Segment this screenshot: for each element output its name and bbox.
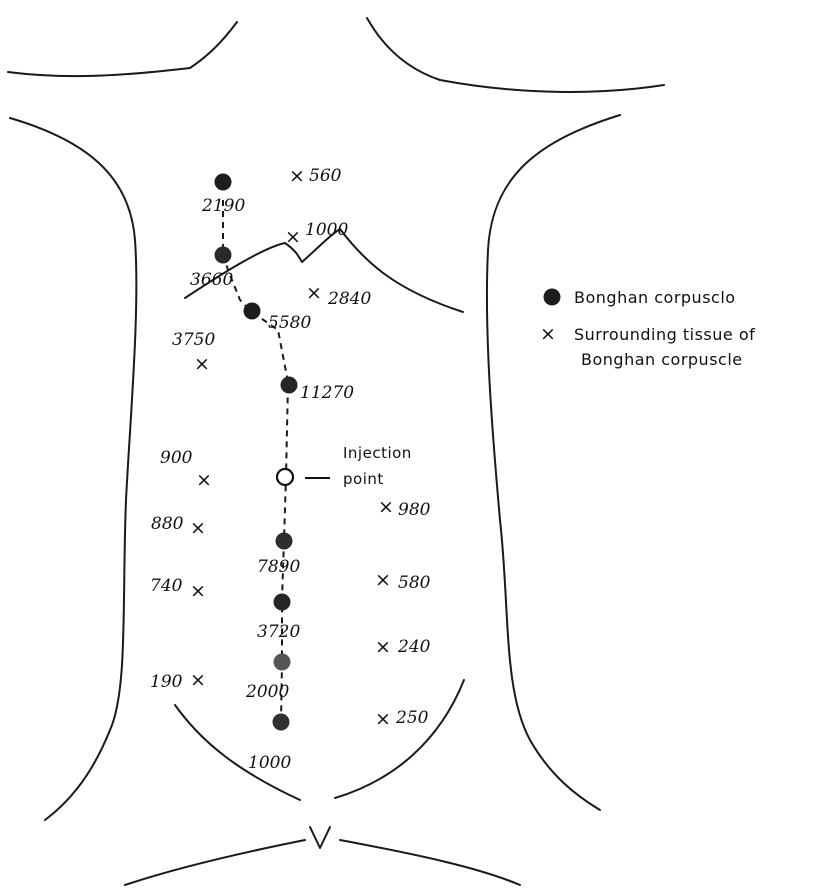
neck-left-line bbox=[8, 22, 237, 76]
tissue-x-mark: × bbox=[194, 353, 210, 375]
legend-tissue-label-line1: Surrounding tissue of bbox=[574, 325, 755, 344]
corpuscle-markers bbox=[215, 174, 298, 731]
tissue-x-mark: × bbox=[375, 569, 391, 591]
tissue-x-mark: × bbox=[285, 226, 301, 248]
corpuscle-dot bbox=[281, 377, 298, 394]
legend-corpuscle-label: Bonghan corpusclo bbox=[574, 288, 736, 307]
tissue-value: 3750 bbox=[172, 330, 215, 350]
tissue-value: 2840 bbox=[327, 289, 371, 309]
tissue-x-mark: × bbox=[306, 282, 322, 304]
tissue-x-mark: × bbox=[190, 669, 206, 691]
tissue-x-mark: × bbox=[190, 517, 206, 539]
tissue-value: 740 bbox=[150, 576, 183, 596]
left-side-line bbox=[10, 118, 136, 820]
groin-right-line bbox=[335, 680, 464, 798]
tissue-value: 250 bbox=[395, 708, 429, 728]
corpuscle-dot bbox=[215, 247, 232, 264]
tissue-x-mark: × bbox=[196, 469, 212, 491]
corpuscle-values: 2190 3660 5580 11270 7890 3720 2000 1000 bbox=[190, 196, 354, 773]
tissue-x-mark: × bbox=[375, 708, 391, 730]
tissue-value: 240 bbox=[397, 637, 431, 657]
corpuscle-dot bbox=[276, 533, 293, 550]
corpuscle-value: 1000 bbox=[248, 753, 291, 773]
corpuscle-dot bbox=[274, 594, 291, 611]
corpuscle-value: 3720 bbox=[257, 622, 300, 642]
tissue-x-mark: × bbox=[378, 496, 394, 518]
tissue-value: 900 bbox=[160, 448, 193, 468]
corpuscle-value: 11270 bbox=[300, 383, 354, 403]
tissue-value: 560 bbox=[309, 166, 342, 186]
corpuscle-dot bbox=[274, 654, 291, 671]
tissue-x-mark: × bbox=[190, 580, 206, 602]
tissue-x-mark: × bbox=[289, 165, 305, 187]
injection-point: Injection point bbox=[277, 444, 412, 488]
corpuscle-value: 3660 bbox=[190, 270, 233, 290]
injection-label-line2: point bbox=[343, 470, 384, 488]
tissue-value: 580 bbox=[398, 573, 431, 593]
leg-left-line bbox=[125, 840, 305, 885]
corpuscle-value: 7890 bbox=[257, 557, 300, 577]
tissue-value: 880 bbox=[151, 514, 184, 534]
tissue-value: 190 bbox=[150, 672, 183, 692]
legend: Bonghan corpusclo × Surrounding tissue o… bbox=[540, 288, 755, 369]
body-outline bbox=[8, 18, 664, 885]
tissue-x-mark: × bbox=[375, 636, 391, 658]
legend-corpuscle-dot bbox=[544, 289, 561, 306]
neck-right-line bbox=[367, 18, 664, 92]
right-side-line bbox=[487, 115, 620, 810]
corpuscle-value: 5580 bbox=[268, 313, 311, 333]
corpuscle-dot bbox=[215, 174, 232, 191]
injection-circle bbox=[277, 469, 293, 485]
leg-right-line bbox=[340, 840, 520, 885]
legend-tissue-label-line2: Bonghan corpuscle bbox=[581, 350, 743, 369]
corpuscle-value: 2190 bbox=[201, 196, 245, 216]
injection-label-line1: Injection bbox=[343, 444, 412, 462]
tissue-value: 980 bbox=[398, 500, 431, 520]
corpuscle-dot bbox=[273, 714, 290, 731]
corpuscle-dot bbox=[244, 303, 261, 320]
corpuscle-value: 2000 bbox=[245, 682, 289, 702]
navel-v-line bbox=[310, 827, 330, 848]
tissue-value: 1000 bbox=[305, 220, 348, 240]
legend-tissue-x-mark: × bbox=[540, 323, 556, 345]
